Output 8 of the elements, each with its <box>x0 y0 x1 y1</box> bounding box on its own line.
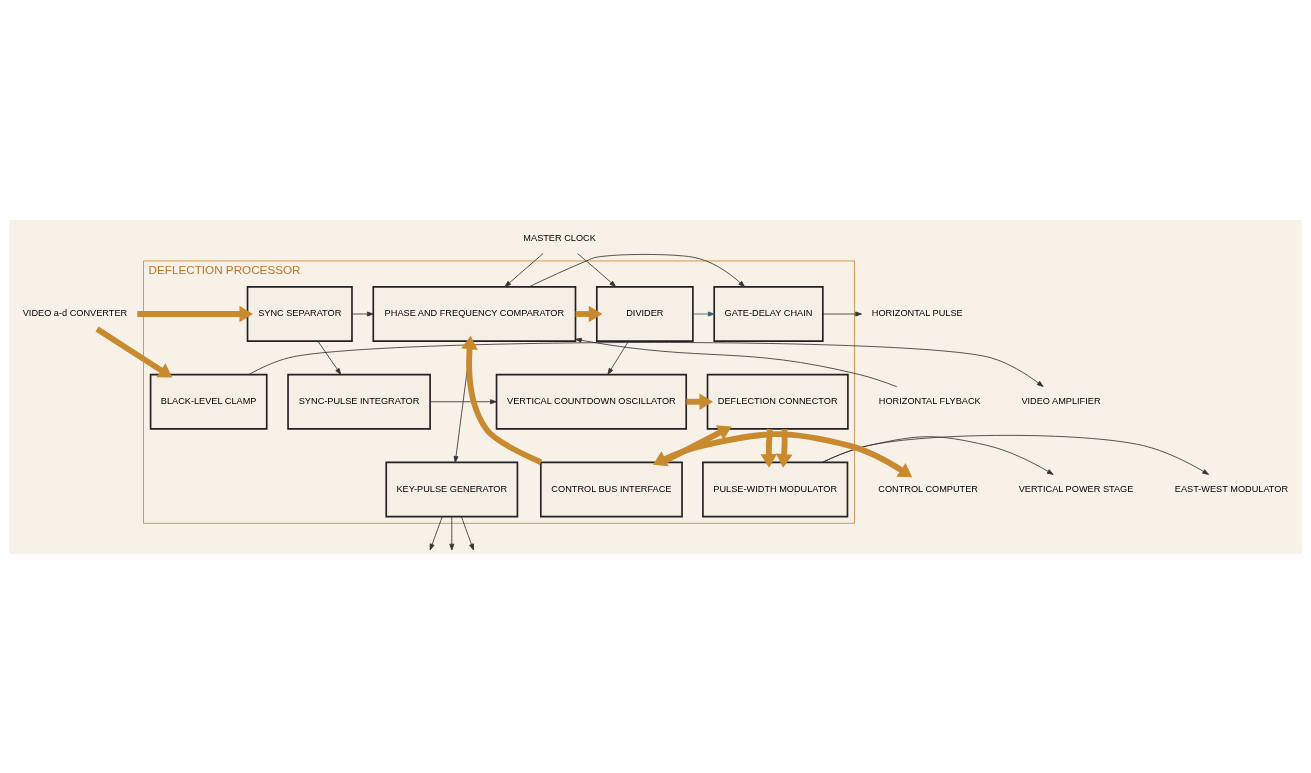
node-text: HORIZONTAL FLYBACK <box>878 395 981 406</box>
node-text: CONTROL COMPUTER <box>878 483 978 494</box>
node-text: VERTICAL POWER STAGE <box>1018 483 1134 494</box>
node-text: MASTER CLOCK <box>523 232 596 243</box>
node-text: VIDEO AMPLIFIER <box>1021 395 1101 406</box>
node-text: HORIZONTAL PULSE <box>871 307 963 318</box>
node-text: EAST-WEST MODULATOR <box>1174 483 1289 494</box>
node-text: VIDEO a-d CONVERTER <box>22 307 128 318</box>
